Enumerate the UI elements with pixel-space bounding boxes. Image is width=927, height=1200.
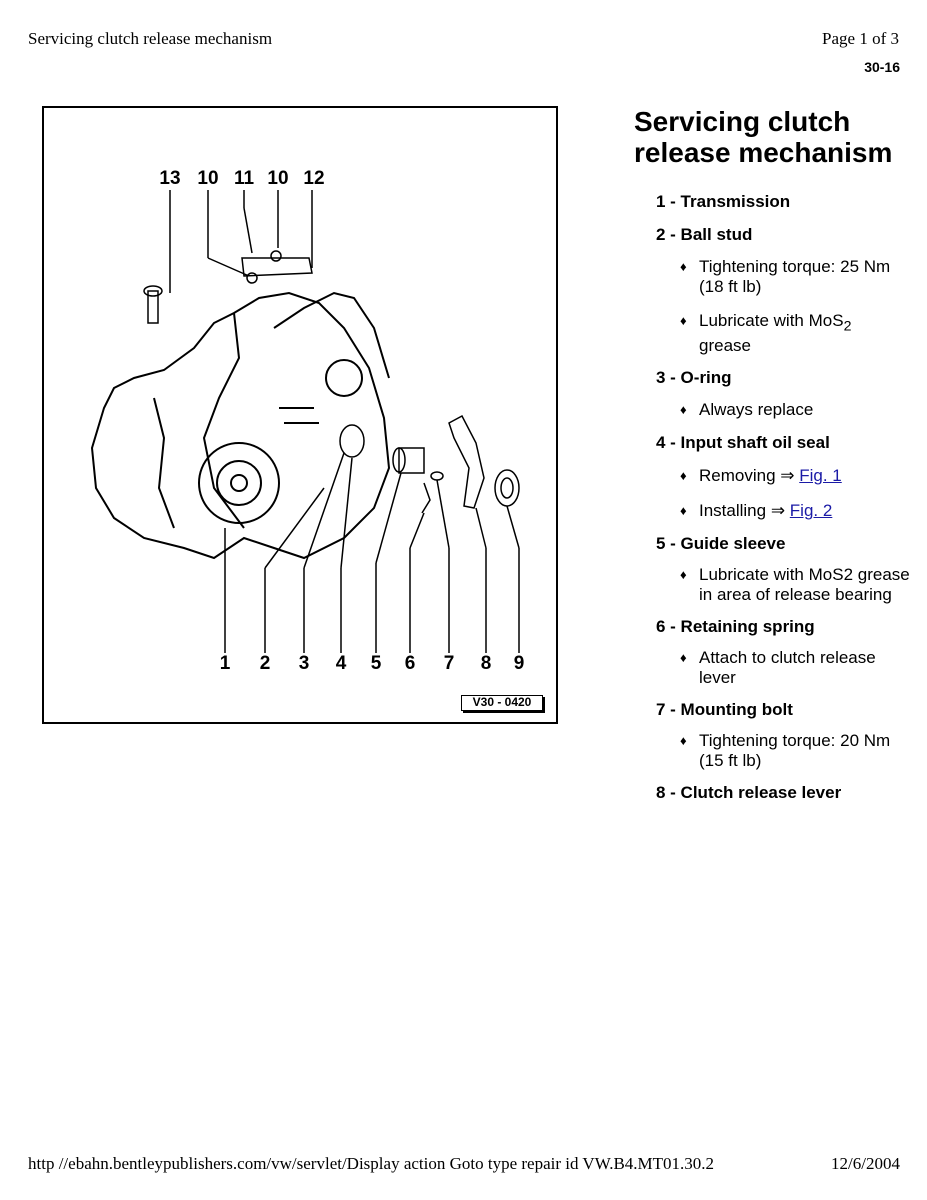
list-item: 6 - Retaining spring [656,617,815,637]
diamond-icon: ♦ [680,733,687,749]
callout-6: 6 [405,653,416,674]
parts-list: 1 - Transmission 2 - Ball stud ♦ Tighten… [656,191,916,804]
callout-13: 13 [159,168,180,189]
source-url: http //ebahn.bentleypublishers.com/vw/se… [28,1154,715,1173]
list-item: 4 - Input shaft oil seal [656,433,830,453]
section-code: 30-16 [864,59,900,75]
diamond-icon: ♦ [680,650,687,666]
list-subitem: ♦ Lubricate with MoS2 grease in area of … [656,565,916,605]
subscript: 2 [843,318,852,335]
callout-10a: 10 [197,168,218,189]
diamond-icon: ♦ [680,503,687,519]
list-item: 1 - Transmission [656,192,791,211]
header-title: Servicing clutch release mechanism [28,29,273,48]
callout-11: 11 [234,168,255,189]
callout-7: 7 [444,653,455,674]
exploded-diagram: 13 10 11 10 12 1 2 3 4 5 6 7 8 9 V30 - 0… [42,106,558,724]
callout-1: 1 [220,653,231,674]
page-number: Page 1 of 3 [822,29,899,48]
figure-code: V30 - 0420 [461,695,543,711]
callout-3: 3 [299,653,310,674]
transmission-drawing: 13 10 11 10 12 1 2 3 4 5 6 7 8 9 [90,168,525,674]
list-subitem: ♦ Tightening torque: 25 Nm (18 ft lb) [656,257,916,297]
subitem-text: Tightening torque: 25 Nm (18 ft lb) [699,257,891,296]
fig-2-link[interactable]: Fig. 2 [789,501,833,521]
list-item: 3 - O-ring [656,368,732,388]
list-item: 5 - Guide sleeve [656,534,786,554]
callout-4: 4 [336,653,347,674]
subitem-text: Removing ⇒ [699,466,800,486]
subitem-text: Installing ⇒ [699,501,790,521]
list-item: 2 - Ball stud [656,225,753,244]
page-footer: http //ebahn.bentleypublishers.com/vw/se… [28,1154,900,1174]
list-subitem: ♦ Installing ⇒ Fig. 2 [656,501,916,521]
subitem-text: Always replace [699,400,814,420]
fig-1-link[interactable]: Fig. 1 [799,466,842,486]
print-date: 12/6/2004 [831,1154,900,1173]
callout-2: 2 [260,653,271,674]
list-subitem: ♦ Lubricate with MoS2 grease [656,311,916,356]
callout-12: 12 [303,168,324,189]
list-subitem: ♦ Removing ⇒ Fig. 1 [656,466,916,486]
list-subitem: ♦ Tightening torque: 20 Nm (15 ft lb) [656,731,916,771]
diamond-icon: ♦ [680,402,687,418]
list-item: 7 - Mounting bolt [656,700,793,720]
diamond-icon: ♦ [680,567,687,583]
diamond-icon: ♦ [680,259,687,274]
subitem-text: Tightening torque: 20 Nm (15 ft lb) [699,731,891,771]
callout-10b: 10 [267,168,288,189]
page-title: Servicing clutch release mechanism [634,106,893,168]
callout-5: 5 [371,653,382,674]
list-item: 8 - Clutch release lever [656,783,842,803]
subitem-text: Lubricate with MoS [699,311,844,330]
diamond-icon: ♦ [680,468,687,484]
list-subitem: ♦ Always replace [656,400,916,420]
subitem-text: grease [699,336,751,356]
subitem-text: Attach to clutch release lever [699,648,876,688]
diamond-icon: ♦ [680,313,687,328]
subitem-text: Lubricate with MoS2 grease in area of re… [699,565,910,605]
callout-8: 8 [481,653,492,674]
list-subitem: ♦ Attach to clutch release lever [656,648,916,688]
callout-9: 9 [514,653,525,674]
